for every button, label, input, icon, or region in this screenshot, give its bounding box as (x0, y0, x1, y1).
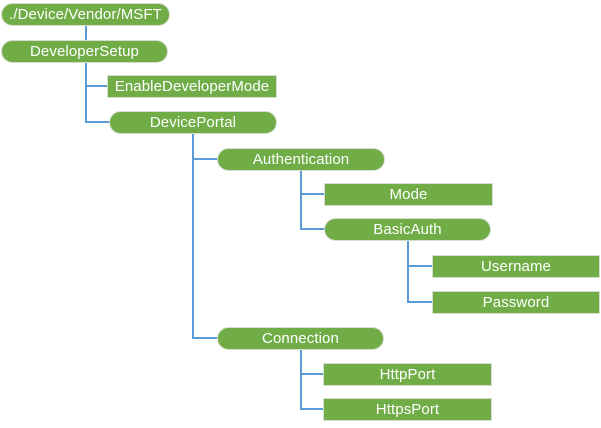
node-enabledevelopermode: EnableDeveloperMode (107, 75, 277, 98)
connector-branch-connection (192, 337, 218, 339)
connector-branch-password (407, 301, 433, 303)
connector-root-to-developersetup (85, 26, 87, 40)
node-username: Username (432, 255, 600, 278)
node-basicauth: BasicAuth (324, 218, 491, 241)
connector-branch-httpsport (300, 408, 324, 410)
node-authentication: Authentication (217, 148, 385, 171)
connector-branch-authentication (192, 158, 218, 160)
connector-branch-enabledevelopermode (85, 85, 108, 87)
connector-branch-deviceportal (85, 121, 110, 123)
connector-branch-username (407, 265, 433, 267)
node-password: Password (432, 291, 600, 314)
connector-branch-basicauth (300, 228, 325, 230)
node-developersetup: DeveloperSetup (1, 40, 168, 63)
node-mode: Mode (324, 183, 493, 206)
connector-connection-trunk (300, 349, 302, 410)
node-connection: Connection (217, 327, 384, 350)
connector-deviceportal-trunk (192, 133, 194, 339)
connector-basicauth-trunk (407, 240, 409, 303)
connector-developersetup-trunk (85, 62, 87, 123)
connector-branch-mode (300, 193, 325, 195)
connector-authentication-trunk (300, 170, 302, 230)
connector-branch-httpport (300, 373, 324, 375)
node-httpsport: HttpsPort (323, 398, 492, 421)
node-deviceportal: DevicePortal (109, 111, 277, 134)
node-httpport: HttpPort (323, 363, 492, 386)
node-root-msft: ./Device/Vendor/MSFT (1, 3, 170, 26)
